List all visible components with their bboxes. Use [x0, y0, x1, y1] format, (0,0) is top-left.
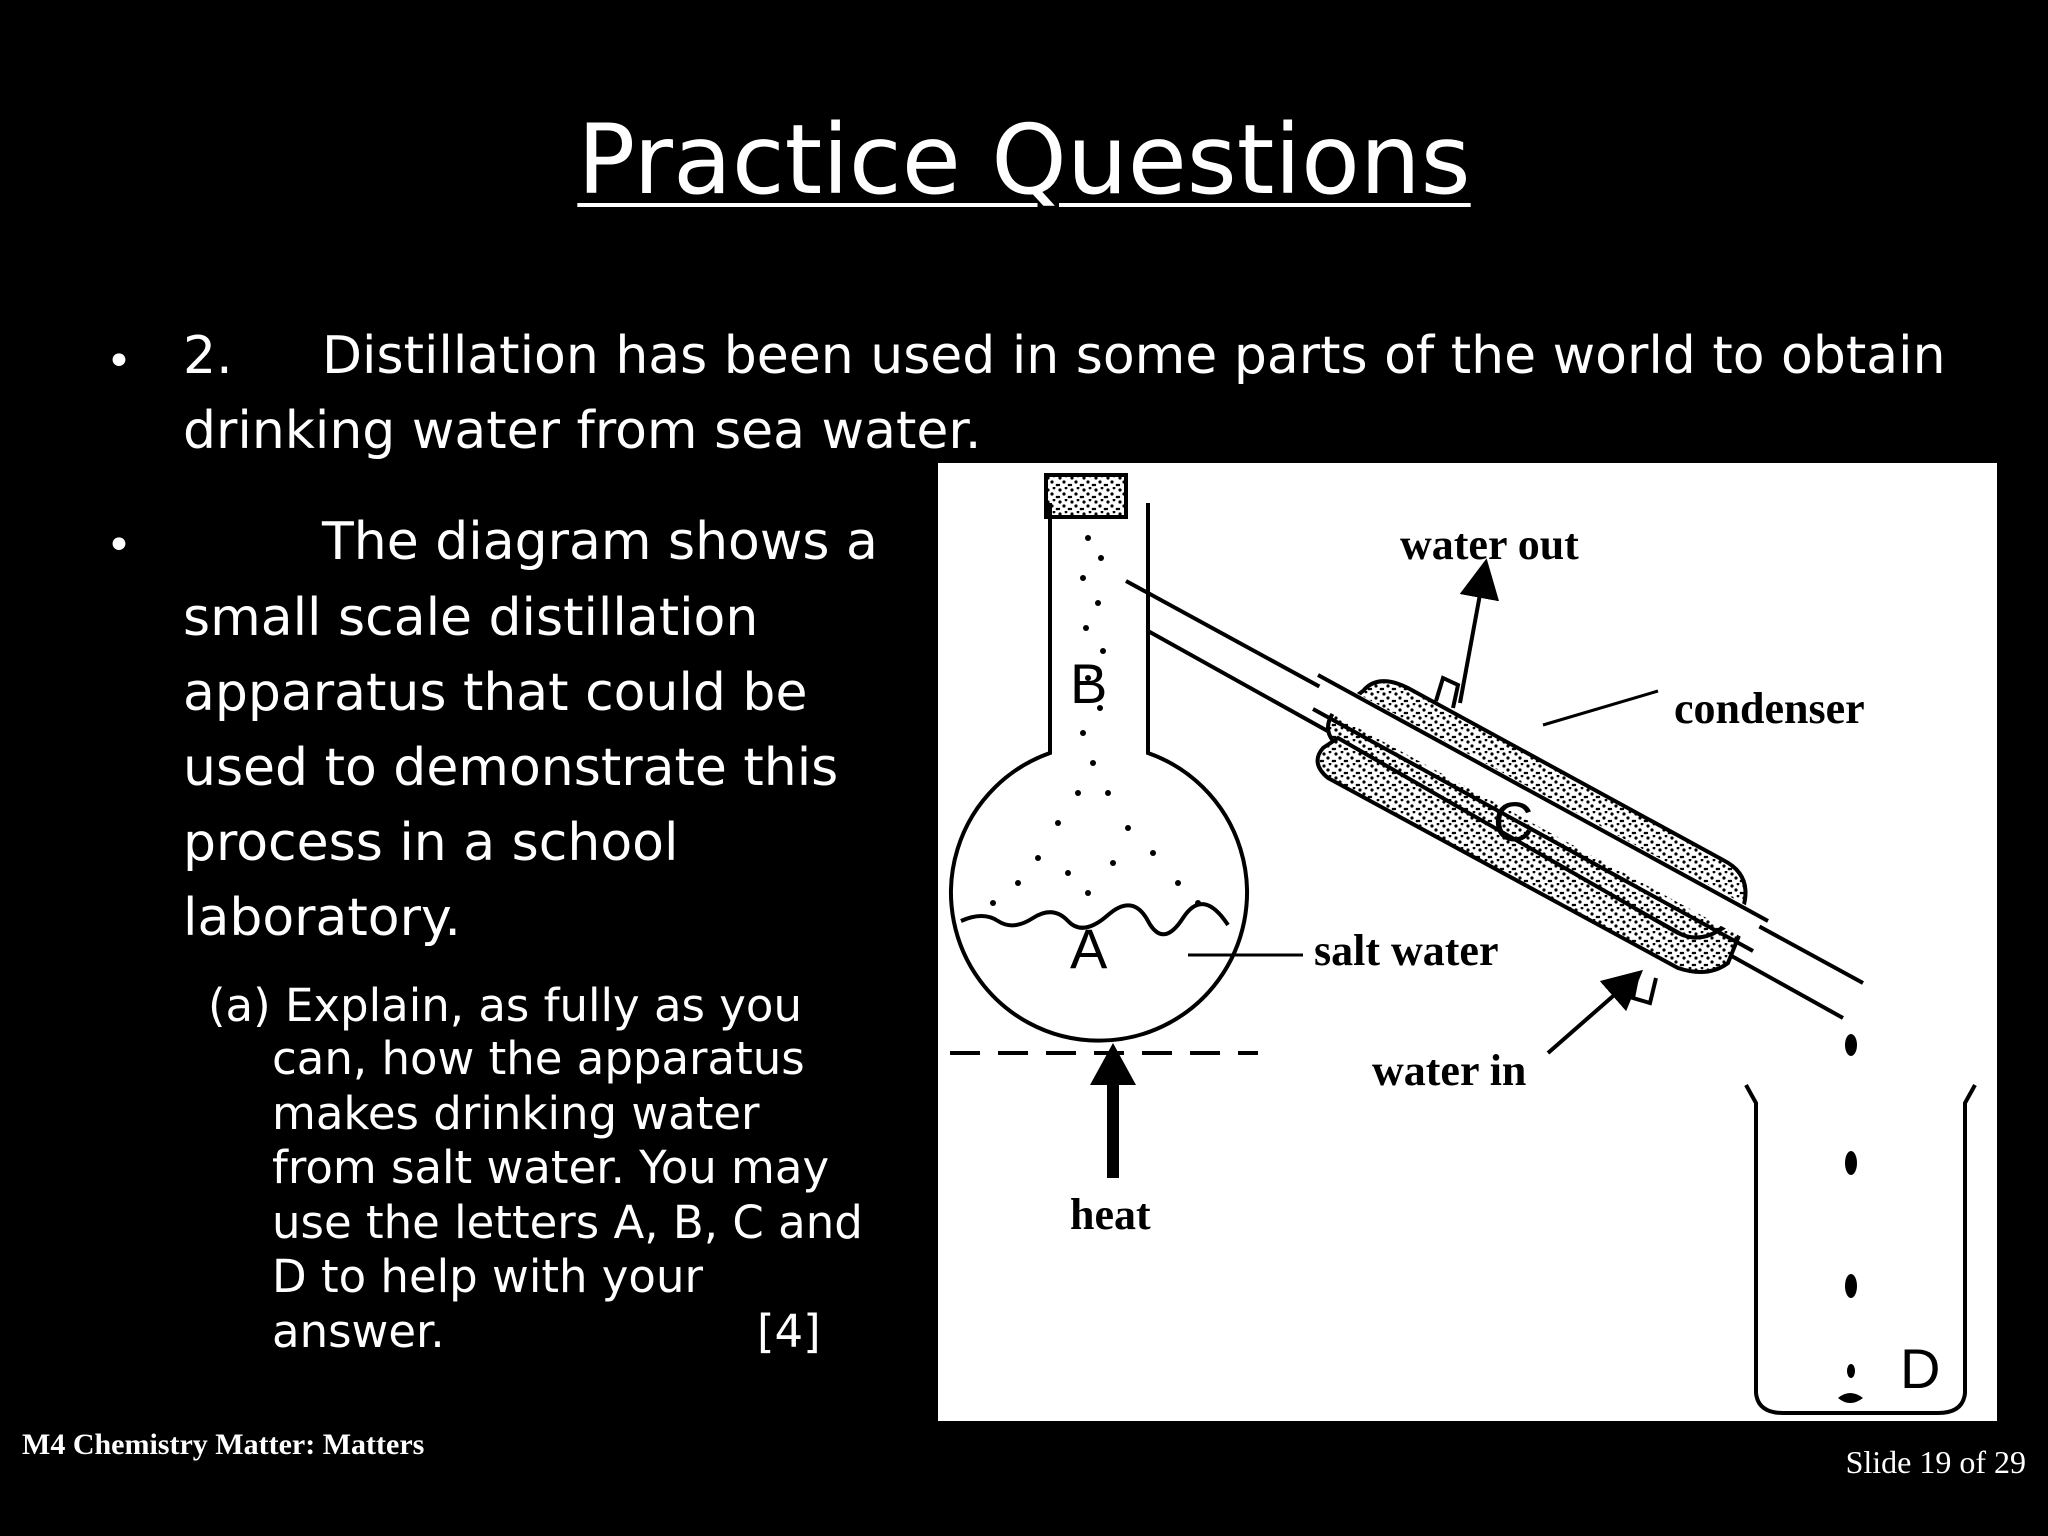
bullet-icon: • — [106, 520, 132, 571]
question-line-2: drinking water from sea water. — [183, 401, 982, 461]
water-out-spout — [1434, 675, 1461, 709]
water-in-spout — [1630, 972, 1658, 1006]
slide-title: Practice Questions — [0, 112, 2048, 208]
part-a-line-3: makes drinking water — [272, 1087, 760, 1140]
condenser-pointer — [1542, 689, 1659, 727]
condenser-jacket-lower — [1315, 735, 1753, 974]
round-bottom-flask — [949, 503, 1249, 1043]
body-line-5: process in a school — [183, 813, 679, 873]
part-a-line-4: from salt water. You may — [272, 1141, 830, 1194]
letter-c: C — [1493, 790, 1533, 853]
question-number: 2. — [183, 326, 233, 386]
letter-b: B — [1070, 652, 1107, 715]
heat-arrow-head — [1090, 1043, 1136, 1085]
water-out-arrow — [1458, 558, 1500, 704]
salt-water-surface — [960, 902, 1230, 937]
part-a-line-5: use the letters A, B, C and — [272, 1196, 863, 1249]
letter-a: A — [1070, 917, 1108, 980]
part-a-line-6: D to help with your — [272, 1250, 703, 1303]
distillation-diagram: water out condenser salt water water in … — [938, 463, 1997, 1421]
collected-water — [1838, 1393, 1863, 1403]
question-line-1: Distillation has been used in some parts… — [322, 326, 1946, 386]
slide-counter: Slide 19 of 29 — [1845, 1444, 2026, 1480]
marks-label: [4] — [757, 1305, 821, 1358]
label-heat: heat — [1070, 1190, 1151, 1239]
body-line-2: small scale distillation — [183, 588, 759, 648]
footer-course-title: M4 Chemistry Matter: Matters — [22, 1428, 425, 1461]
body-line-4: used to demonstrate this — [183, 738, 839, 798]
water-in-arrow — [1546, 969, 1644, 1055]
part-a-line-7: answer. — [272, 1305, 445, 1358]
stopper — [1044, 473, 1128, 519]
label-water-out: water out — [1400, 520, 1579, 569]
part-a-line-1: (a) Explain, as fully as you — [208, 979, 802, 1032]
slide-title-text: Practice Questions — [577, 104, 1471, 216]
body-line-6: laboratory. — [183, 888, 461, 948]
distillation-apparatus-svg: water out condenser salt water water in … — [949, 473, 1977, 1415]
vapor-dots — [990, 535, 1201, 906]
body-line-3: apparatus that could be — [183, 663, 808, 723]
water-drips — [1845, 1034, 1857, 1378]
beaker — [1744, 1084, 1977, 1415]
body-line-1: The diagram shows a — [322, 512, 878, 572]
label-condenser: condenser — [1674, 684, 1865, 733]
letter-d: D — [1900, 1337, 1940, 1400]
label-water-in: water in — [1372, 1046, 1526, 1095]
part-a-line-2: can, how the apparatus — [272, 1032, 805, 1085]
label-salt-water: salt water — [1314, 926, 1499, 975]
bullet-icon: • — [106, 336, 132, 387]
